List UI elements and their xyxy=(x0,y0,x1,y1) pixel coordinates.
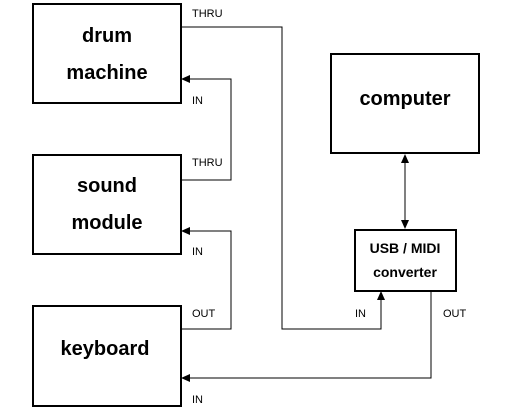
drum-machine-label-line1: drum xyxy=(82,25,132,47)
arrowhead-computer xyxy=(401,154,409,163)
arrowhead-drum-in xyxy=(181,75,190,83)
sound-module-label-line1: sound xyxy=(77,175,137,197)
sound-module-box: sound module xyxy=(32,154,182,255)
port-label-keyboard-in: IN xyxy=(192,394,203,406)
converter-label-line2: converter xyxy=(373,264,437,280)
usb-midi-converter-box: USB / MIDI converter xyxy=(354,229,457,292)
arrowhead-keyboard-in xyxy=(181,374,190,382)
port-label-keyboard-out: OUT xyxy=(192,308,216,320)
keyboard-label: keyboard xyxy=(61,338,150,360)
drum-machine-label-line2: machine xyxy=(66,62,147,84)
arrowhead-converter-in xyxy=(377,291,385,300)
keyboard-box: keyboard xyxy=(32,305,182,407)
port-label-converter-out: OUT xyxy=(443,308,467,320)
converter-label-line1: USB / MIDI xyxy=(370,240,441,256)
port-label-drum-thru: THRU xyxy=(192,8,223,20)
port-label-drum-in: IN xyxy=(192,95,203,107)
port-label-sound-in: IN xyxy=(192,246,203,258)
arrowhead-converter-top xyxy=(401,220,409,229)
computer-label: computer xyxy=(359,88,450,110)
port-label-converter-in: IN xyxy=(355,308,366,320)
wire-sound-thru-to-drum-in xyxy=(181,78,232,181)
sound-module-label-line2: module xyxy=(71,212,142,234)
port-label-sound-thru: THRU xyxy=(192,157,223,169)
wire-drum-thru-to-converter-in xyxy=(181,26,382,330)
wire-converter-out-to-keyboard-in xyxy=(188,291,432,379)
computer-box: computer xyxy=(330,53,480,154)
wire-keyboard-out-to-sound-in xyxy=(181,230,232,330)
arrowhead-sound-in xyxy=(181,227,190,235)
drum-machine-box: drum machine xyxy=(32,3,182,104)
